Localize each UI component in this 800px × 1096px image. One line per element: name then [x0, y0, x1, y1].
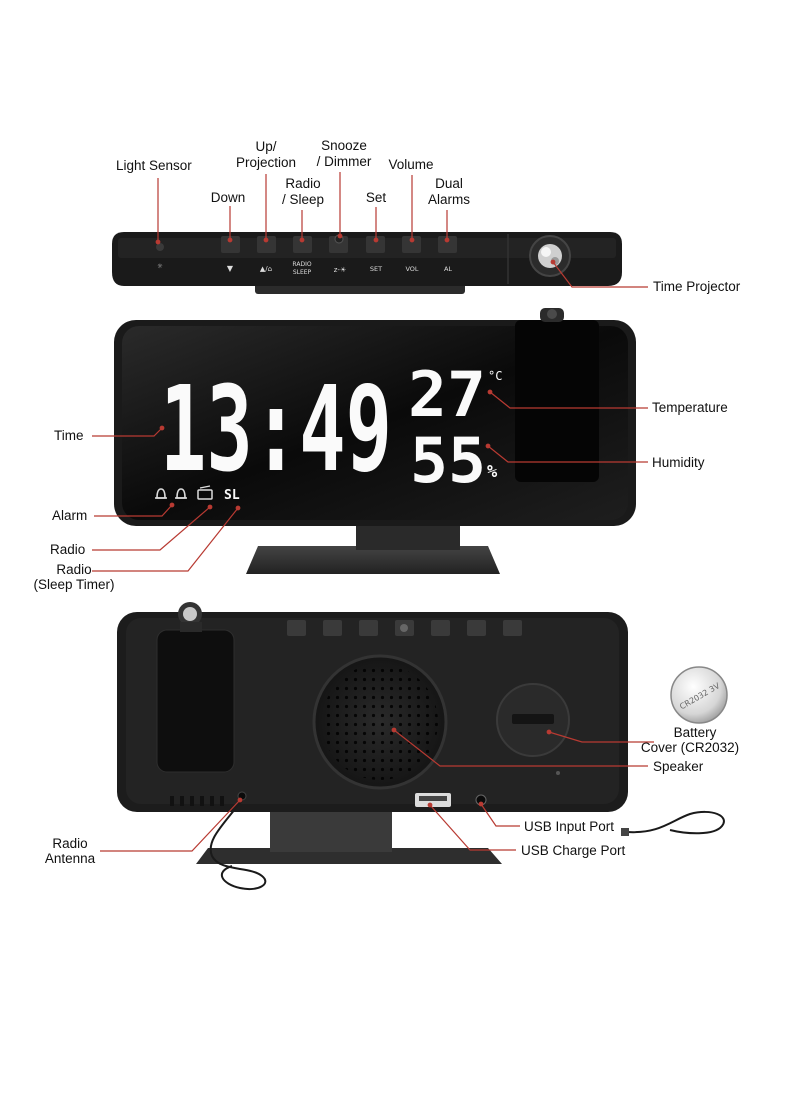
alarm-1-icon [155, 488, 167, 499]
callout-snooze-dimmer-1: Snooze [321, 138, 367, 153]
callout-radio-antenna-1: Radio [52, 836, 88, 851]
up-projection-button[interactable] [257, 236, 276, 253]
callout-volume: Volume [388, 157, 434, 172]
projector-arm [515, 320, 599, 482]
callout-radio-sleep-2: / Sleep [281, 192, 325, 207]
callout-dual-alarms-1: Dual [435, 176, 463, 191]
humidity-display: 55 [410, 424, 486, 497]
set-button[interactable] [366, 236, 385, 253]
time-projector-lens [529, 235, 571, 277]
callout-alarm: Alarm [52, 508, 88, 523]
volume-button[interactable] [402, 236, 421, 253]
callout-radio-antenna-2: Antenna [44, 851, 96, 866]
radio-mark-2: SLEEP [293, 269, 312, 276]
sleep-indicator: SL [224, 488, 240, 503]
antenna-wire [209, 799, 267, 890]
coin-battery: CR2032 3V [670, 666, 728, 724]
mirror-screen [122, 326, 628, 520]
usb-charge-port [415, 793, 451, 807]
callout-radio: Radio [50, 542, 86, 557]
speaker-grille [312, 654, 448, 790]
callout-dual-alarms-2: Alarms [427, 192, 470, 207]
temperature-display: 27 [408, 358, 486, 431]
usb-cable [626, 810, 725, 835]
snooze-mark: z-☀ [334, 266, 346, 274]
leader-lines [92, 172, 654, 852]
down-button[interactable] [221, 236, 240, 253]
vent-slots [170, 796, 224, 806]
callout-up-projection-2: Projection [235, 155, 297, 170]
callout-radio-sleep-timer-2: (Sleep Timer) [33, 577, 115, 592]
battery-cover [496, 683, 570, 757]
al-mark: AL [444, 265, 452, 273]
humidity-unit: % [487, 462, 498, 482]
callout-battery-cover-2: Cover (CR2032) [640, 740, 740, 755]
callout-humidity: Humidity [652, 455, 705, 470]
temperature-unit: °C [488, 369, 502, 383]
radio-mark-1: RADIO [292, 261, 311, 268]
vol-mark: VOL [405, 265, 418, 273]
up-mark: ▲/⌂ [260, 265, 272, 273]
radio-sleep-button[interactable] [293, 236, 312, 253]
radio-icon [197, 485, 213, 500]
light-sensor-mark: ☼ [157, 263, 163, 270]
callout-light-sensor: Light Sensor [116, 158, 192, 173]
callout-usb-input: USB Input Port [524, 819, 615, 834]
callout-time: Time [54, 428, 84, 443]
callout-snooze-dimmer-2: / Dimmer [316, 154, 372, 169]
callout-up-projection-1: Up/ [255, 139, 277, 154]
top-view-clock: ☼ ▼ ▲/⌂ RADIO SLEEP z-☀ SET VOL AL [112, 232, 622, 294]
front-stand [246, 546, 500, 574]
callout-set: Set [365, 190, 387, 205]
down-mark: ▼ [227, 264, 234, 273]
back-view-clock: CR2032 3V [117, 602, 728, 890]
alarm-button[interactable] [438, 236, 457, 253]
callout-down: Down [210, 190, 246, 205]
callout-temperature: Temperature [652, 400, 728, 415]
callout-time-projector: Time Projector [653, 279, 741, 294]
light-sensor-dot [156, 243, 164, 251]
callout-radio-sleep-timer-1: Radio [56, 562, 92, 577]
callout-battery-cover-1: Battery [673, 725, 717, 740]
callout-speaker: Speaker [653, 759, 704, 774]
set-mark: SET [370, 265, 382, 273]
callout-usb-charge: USB Charge Port [521, 843, 626, 858]
front-view-clock: 13:49 27 °C 55 % SL [114, 308, 636, 574]
alarm-2-icon [175, 488, 187, 499]
callout-radio-sleep-1: Radio [285, 176, 321, 191]
time-display: 13:49 [160, 360, 392, 498]
back-buttons [287, 620, 522, 636]
